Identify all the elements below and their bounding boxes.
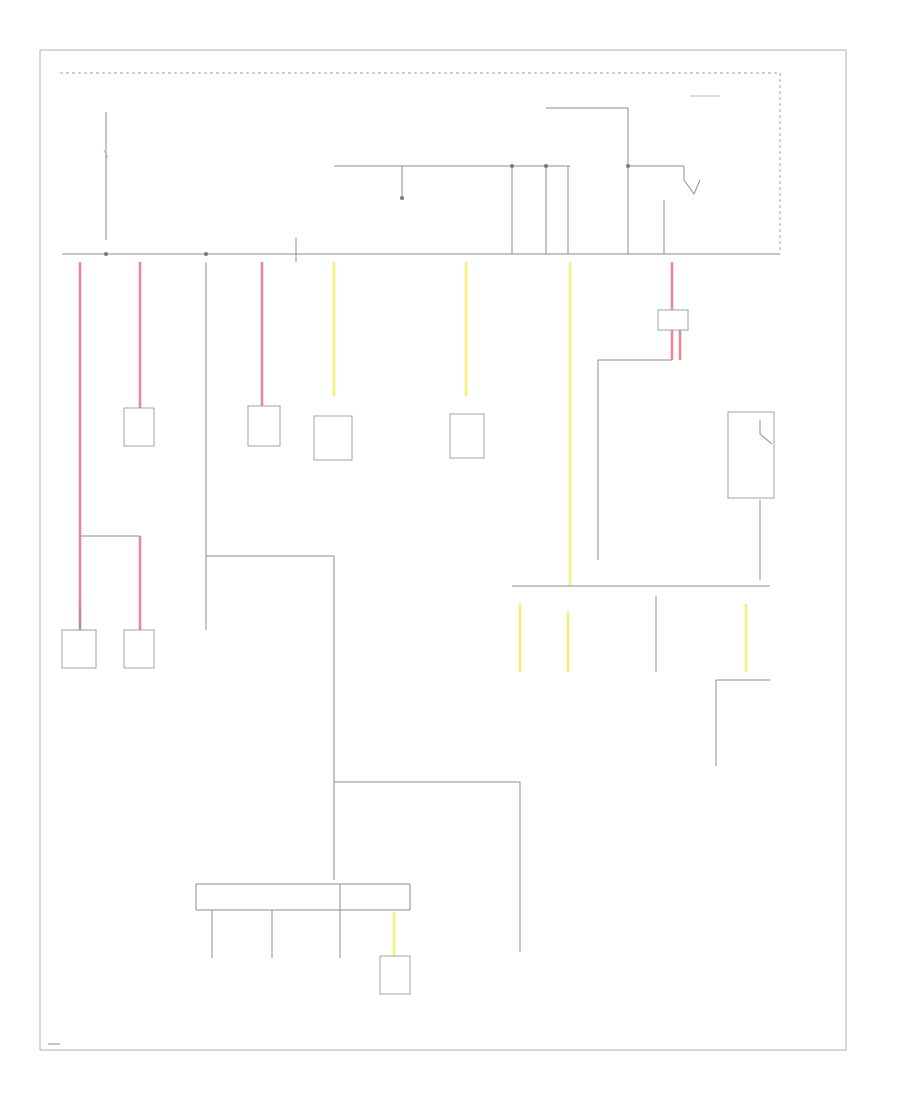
component-box xyxy=(313,415,353,461)
component-box xyxy=(61,629,97,669)
component-box xyxy=(657,309,689,331)
bus-dot xyxy=(510,164,514,168)
component-box xyxy=(449,413,485,459)
bus-dot xyxy=(204,252,208,256)
relay-switch xyxy=(683,166,701,196)
component-box xyxy=(123,407,155,447)
module-box-right xyxy=(727,411,775,499)
component-box xyxy=(247,405,281,447)
module-switch xyxy=(759,420,773,445)
bus-dot xyxy=(400,196,404,200)
left-source-fuse xyxy=(103,149,109,159)
bus-dot xyxy=(626,164,630,168)
bus-dot xyxy=(104,252,108,256)
component-box xyxy=(123,629,155,669)
fuse-box-enclosure xyxy=(60,72,781,252)
diagram-frame xyxy=(39,49,847,1051)
component-box xyxy=(379,955,411,995)
bus-dot xyxy=(544,164,548,168)
